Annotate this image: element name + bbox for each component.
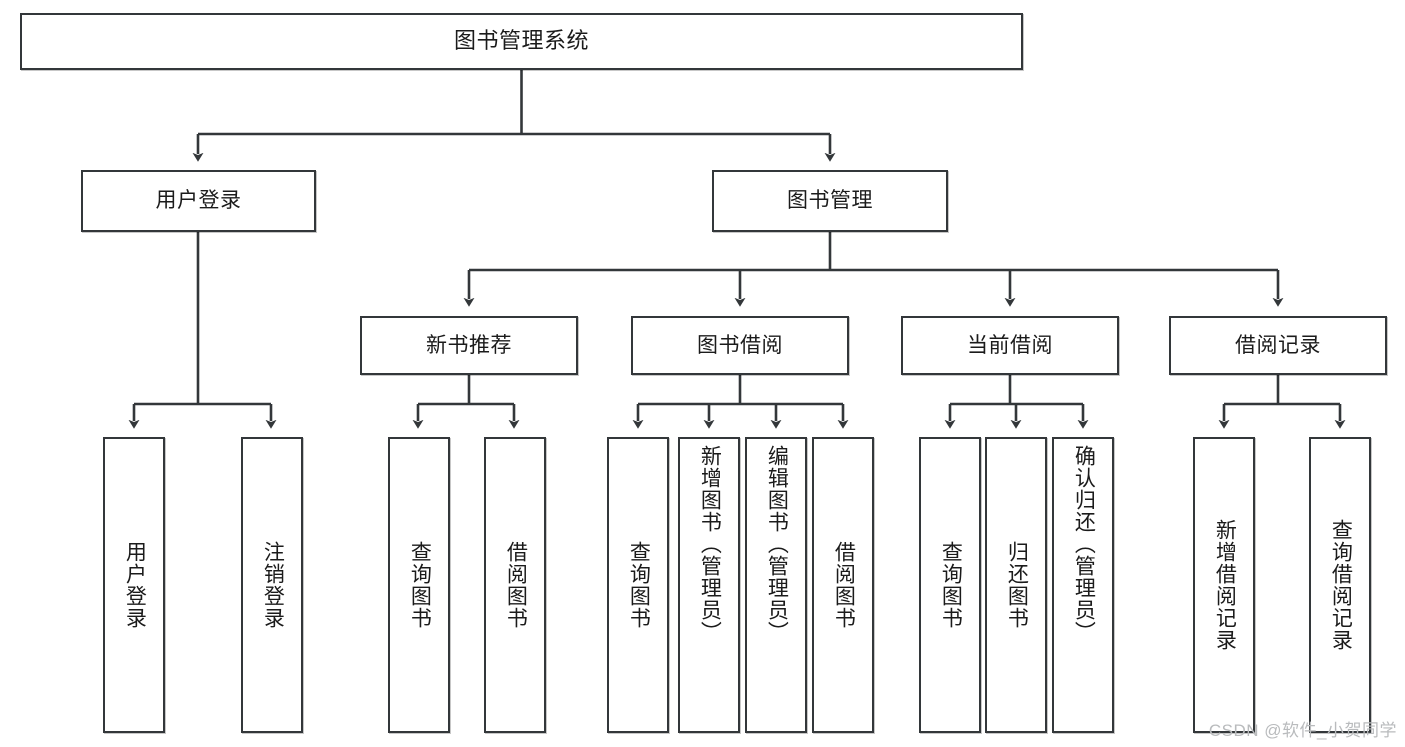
- leaf-borrow-borrow-book[interactable]: 借阅图书: [812, 437, 874, 733]
- node-new-book-recommend-label: 新书推荐: [426, 333, 512, 357]
- leaf-user-login-signout-label: 注销登录: [261, 541, 285, 629]
- node-book-management-label: 图书管理: [787, 189, 873, 213]
- leaf-content: 借阅图书: [814, 439, 872, 731]
- leaf-new-book-query[interactable]: 查询图书: [388, 437, 450, 733]
- node-current-borrow-label: 当前借阅: [967, 333, 1053, 357]
- leaf-borrow-edit-book[interactable]: 编辑图书（管理员）: [745, 437, 807, 733]
- node-current-borrow[interactable]: 当前借阅: [901, 316, 1119, 375]
- leaf-content: 查询图书: [390, 439, 448, 731]
- leaf-user-login-signin[interactable]: 用户登录: [103, 437, 165, 733]
- node-book-borrow[interactable]: 图书借阅: [631, 316, 849, 375]
- leaf-borrow-borrow-book-label: 借阅图书: [832, 541, 856, 629]
- leaf-record-query[interactable]: 查询借阅记录: [1309, 437, 1371, 733]
- leaf-borrow-query-book[interactable]: 查询图书: [607, 437, 669, 733]
- leaf-current-query-book-label: 查询图书: [939, 541, 963, 629]
- leaf-content: 注销登录: [243, 439, 301, 731]
- leaf-content: 确认归还（管理员）: [1054, 439, 1112, 737]
- leaf-new-book-borrow-label: 借阅图书: [504, 541, 528, 629]
- leaf-current-return-book-label: 归还图书: [1005, 541, 1029, 629]
- leaf-record-query-label: 查询借阅记录: [1329, 519, 1353, 651]
- leaf-user-login-signin-label: 用户登录: [123, 541, 147, 629]
- leaf-user-login-signout[interactable]: 注销登录: [241, 437, 303, 733]
- node-user-login[interactable]: 用户登录: [81, 170, 316, 232]
- watermark: CSDN @软件_小贺同学: [1208, 721, 1397, 740]
- leaf-content: 查询图书: [609, 439, 667, 731]
- node-book-management[interactable]: 图书管理: [712, 170, 948, 232]
- leaf-content: 查询借阅记录: [1311, 439, 1369, 731]
- node-user-login-label: 用户登录: [155, 189, 242, 213]
- leaf-current-return-book[interactable]: 归还图书: [985, 437, 1047, 733]
- leaf-new-book-query-label: 查询图书: [408, 541, 432, 629]
- node-root-label: 图书管理系统: [453, 28, 589, 54]
- leaf-content: 借阅图书: [486, 439, 544, 731]
- leaf-borrow-add-book[interactable]: 新增图书（管理员）: [678, 437, 740, 733]
- leaf-content: 新增图书（管理员）: [680, 439, 738, 737]
- leaf-content: 用户登录: [105, 439, 163, 731]
- leaf-borrow-query-book-label: 查询图书: [627, 541, 651, 629]
- leaf-content: 归还图书: [987, 439, 1045, 731]
- leaf-record-add-label: 新增借阅记录: [1213, 519, 1237, 651]
- leaf-current-confirm-return[interactable]: 确认归还（管理员）: [1052, 437, 1114, 733]
- leaf-content: 查询图书: [921, 439, 979, 731]
- leaf-record-add[interactable]: 新增借阅记录: [1193, 437, 1255, 733]
- node-new-book-recommend[interactable]: 新书推荐: [360, 316, 578, 375]
- node-book-borrow-label: 图书借阅: [697, 333, 783, 357]
- node-borrow-record[interactable]: 借阅记录: [1169, 316, 1387, 375]
- leaf-content: 编辑图书（管理员）: [747, 439, 805, 737]
- leaf-content: 新增借阅记录: [1195, 439, 1253, 731]
- leaf-borrow-add-book-label: 新增图书（管理员）: [698, 445, 722, 643]
- node-borrow-record-label: 借阅记录: [1235, 333, 1321, 357]
- leaf-current-confirm-return-label: 确认归还（管理员）: [1072, 445, 1096, 643]
- leaf-new-book-borrow[interactable]: 借阅图书: [484, 437, 546, 733]
- node-root-system[interactable]: 图书管理系统: [20, 13, 1023, 70]
- leaf-borrow-edit-book-label: 编辑图书（管理员）: [765, 445, 789, 643]
- leaf-current-query-book[interactable]: 查询图书: [919, 437, 981, 733]
